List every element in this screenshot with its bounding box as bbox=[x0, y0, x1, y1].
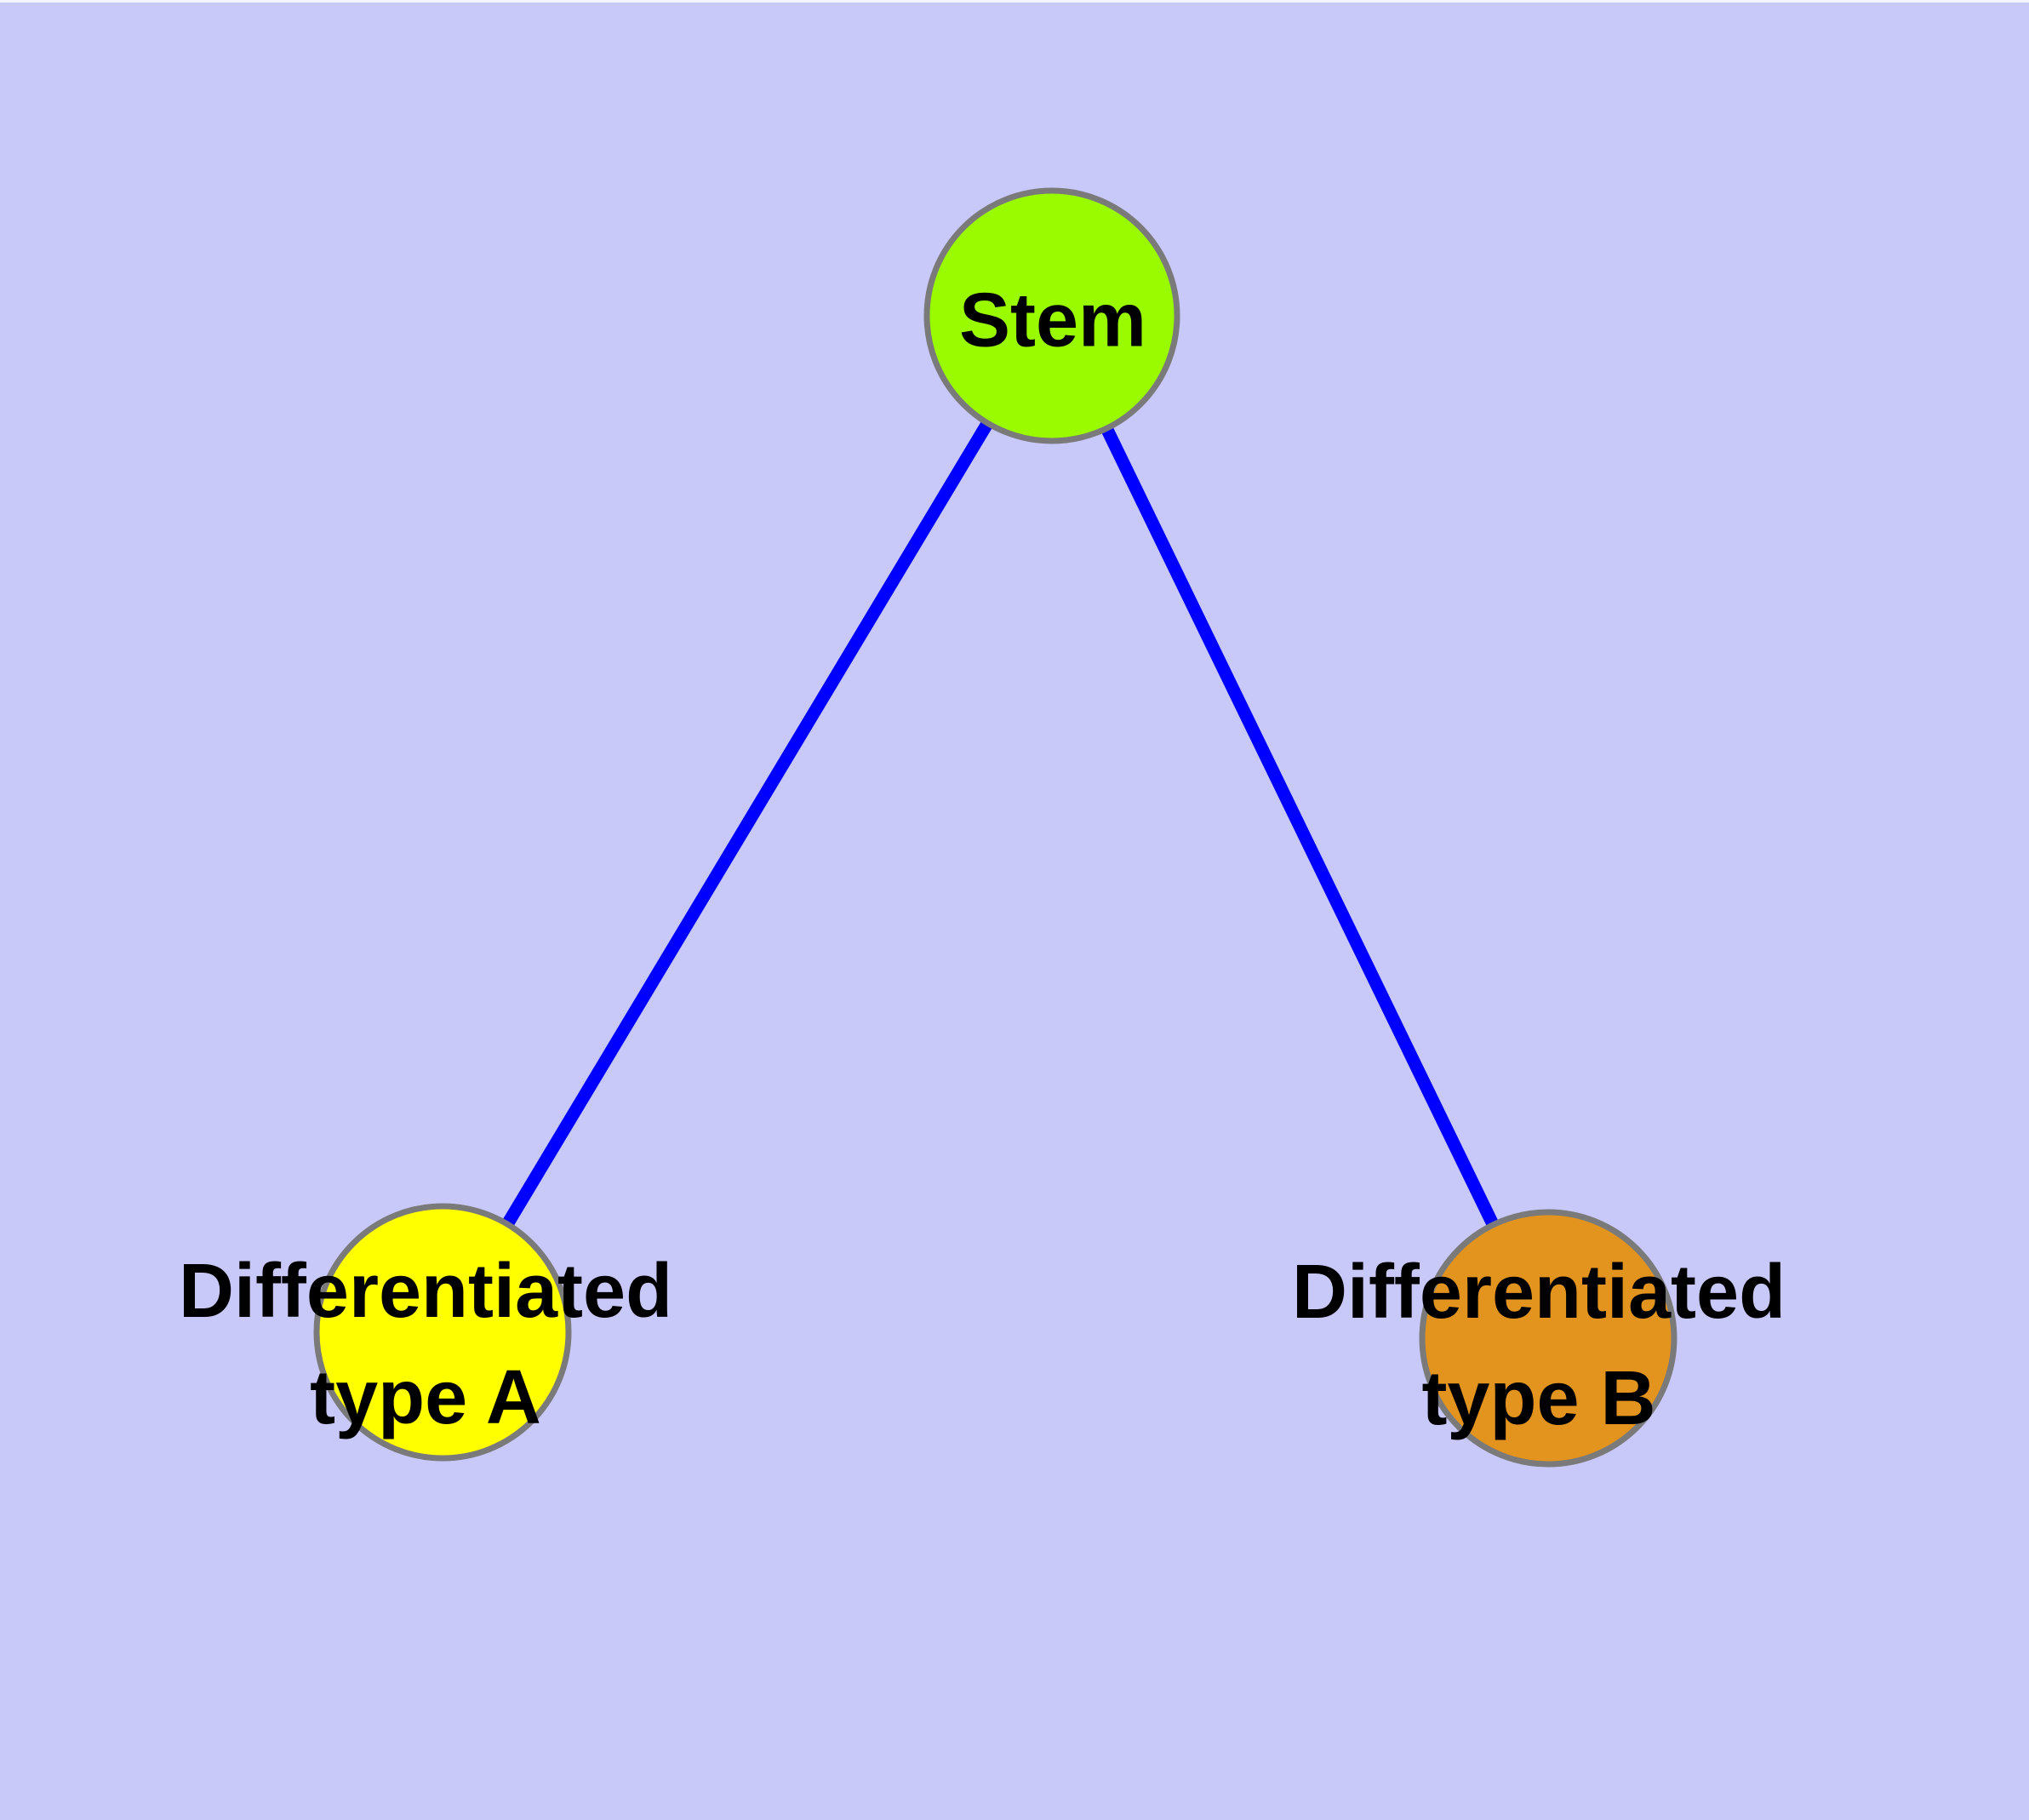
edge-stem-diff-a bbox=[437, 312, 1058, 1336]
window-edge-strip bbox=[0, 0, 2029, 3]
node-stem bbox=[923, 187, 1180, 444]
node-diff-a bbox=[313, 1203, 572, 1462]
node-diff-b bbox=[1419, 1209, 1677, 1468]
edge-stem-diff-b bbox=[1046, 312, 1554, 1342]
